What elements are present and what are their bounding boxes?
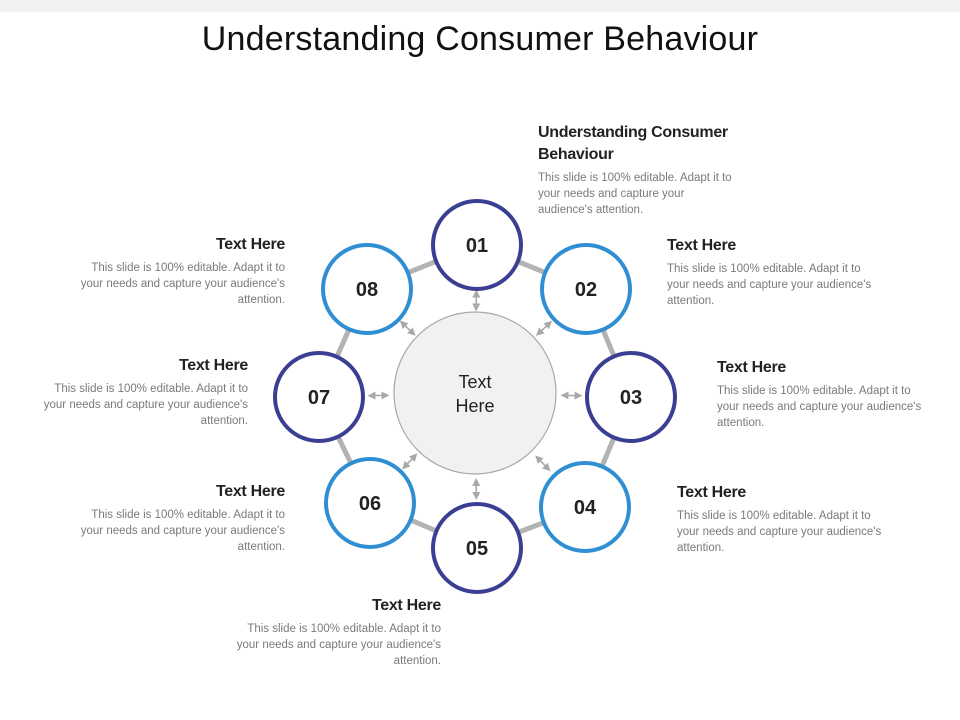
block-08-body: This slide is 100% editable. Adapt it to… (80, 262, 285, 306)
block-06: Text Here This slide is 100% editable. A… (80, 481, 286, 555)
step-circle-05 (431, 502, 523, 594)
double-arrow-icon-4 (535, 455, 551, 472)
step-node-04: 04 (539, 461, 631, 553)
block-04-heading: Text Here (677, 484, 747, 501)
step-node-02: 02 (540, 243, 632, 335)
block-02-heading: Text Here (667, 237, 737, 254)
step-number-03: 03 (620, 387, 642, 409)
center-label-line-2: Here (455, 396, 494, 416)
block-01-heading: Understanding Consumer Behaviour (538, 124, 728, 163)
step-number-02: 02 (575, 279, 597, 301)
step-nodes: 01 02 03 04 05 06 07 08 (273, 199, 677, 594)
block-02: Text Here This slide is 100% editable. A… (667, 235, 872, 309)
step-number-04: 04 (574, 497, 597, 519)
block-03: Text Here This slide is 100% editable. A… (717, 357, 922, 431)
page-title: Understanding Consumer Behaviour (201, 20, 759, 58)
block-01-body: This slide is 100% editable. Adapt it to… (538, 172, 732, 216)
block-05-body: This slide is 100% editable. Adapt it to… (236, 623, 441, 667)
step-number-05: 05 (466, 538, 488, 560)
connector-arrows (367, 289, 583, 500)
step-circle-02 (540, 243, 632, 335)
block-06-heading: Text Here (215, 483, 285, 500)
block-07-heading: Text Here (178, 357, 248, 374)
block-08: Text Here This slide is 100% editable. A… (80, 234, 286, 308)
block-04: Text Here This slide is 100% editable. A… (677, 482, 882, 556)
block-05-heading: Text Here (371, 597, 441, 614)
step-node-08: 08 (321, 243, 413, 335)
top-bar (0, 0, 960, 12)
step-number-06: 06 (359, 493, 381, 515)
block-01: Understanding Consumer Behaviour This sl… (538, 122, 738, 218)
step-circle-04 (539, 461, 631, 553)
step-number-07: 07 (308, 387, 330, 409)
center-hub (393, 311, 557, 475)
double-arrow-icon-6 (402, 453, 418, 470)
step-node-03: 03 (585, 351, 677, 443)
step-circle-03 (585, 351, 677, 443)
block-06-body: This slide is 100% editable. Adapt it to… (80, 509, 285, 553)
block-04-body: This slide is 100% editable. Adapt it to… (677, 510, 882, 554)
step-circle-01 (431, 199, 523, 291)
block-02-body: This slide is 100% editable. Adapt it to… (667, 263, 872, 307)
step-node-07: 07 (273, 351, 365, 443)
step-circle-08 (321, 243, 413, 335)
block-07: Text Here This slide is 100% editable. A… (43, 355, 249, 429)
step-number-08: 08 (356, 279, 378, 301)
block-08-heading: Text Here (215, 236, 285, 253)
step-number-01: 01 (466, 235, 488, 257)
step-node-01: 01 (431, 199, 523, 291)
block-03-heading: Text Here (717, 359, 787, 376)
block-07-body: This slide is 100% editable. Adapt it to… (43, 383, 248, 427)
step-circle-07 (273, 351, 365, 443)
double-arrow-icon-8 (399, 320, 416, 336)
step-node-05: 05 (431, 502, 523, 594)
step-node-06: 06 (324, 457, 416, 549)
center-label-line-1: Text (458, 372, 491, 392)
block-03-body: This slide is 100% editable. Adapt it to… (717, 385, 922, 429)
double-arrow-icon-2 (535, 320, 553, 336)
block-05: Text Here This slide is 100% editable. A… (236, 595, 442, 669)
step-circle-06 (324, 457, 416, 549)
